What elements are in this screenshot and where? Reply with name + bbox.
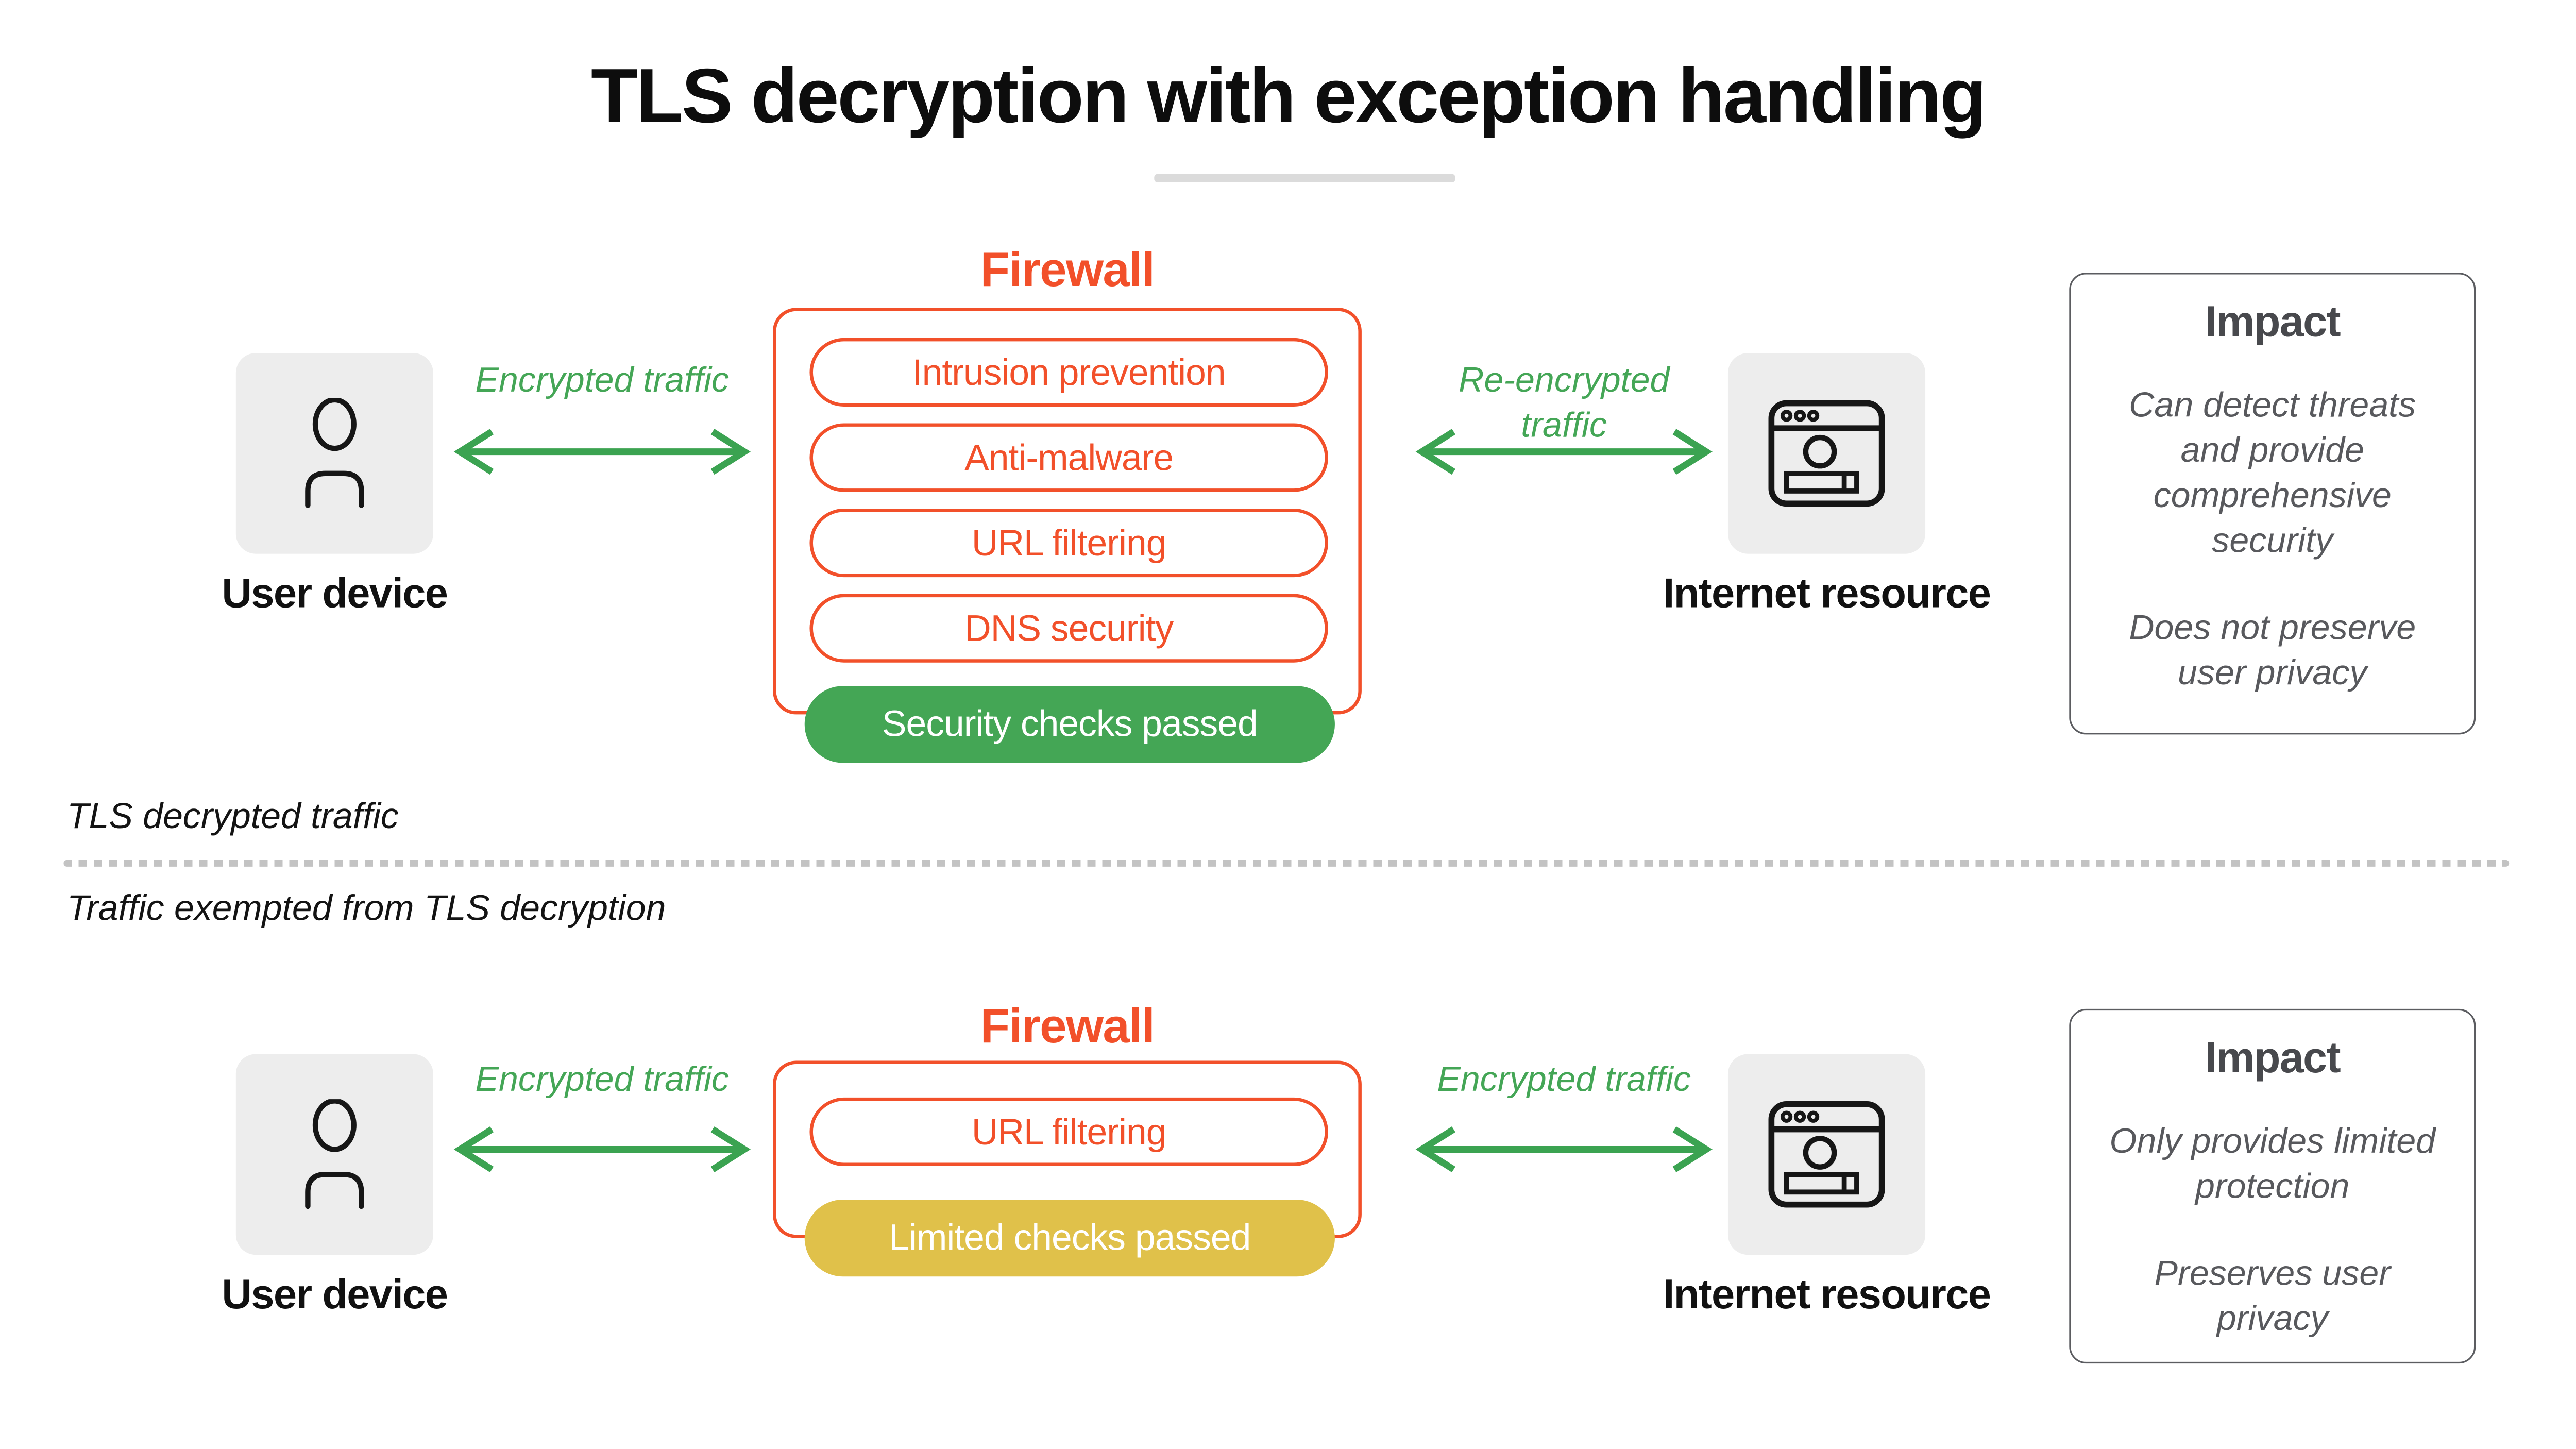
- section-label-decrypted: TLS decrypted traffic: [66, 796, 399, 837]
- section-label-exempted: Traffic exempted from TLS decryption: [66, 888, 666, 929]
- impact-point: Does not preserve user privacy: [2129, 609, 2416, 693]
- internet-resource-label: Internet resource: [1663, 570, 1991, 618]
- impact-point: Can detect threats and provide comprehen…: [2129, 386, 2416, 561]
- impact-title: Impact: [2205, 296, 2341, 347]
- firewall-check-pill: Anti-malware: [809, 423, 1328, 492]
- user-device-box: [235, 1054, 433, 1255]
- internet-resource-box: [1727, 353, 1926, 554]
- user-device-box: [235, 353, 433, 554]
- re-encrypted-traffic-label: Re-encrypted traffic: [1459, 361, 1670, 445]
- impact-point: Preserves user privacy: [2154, 1255, 2391, 1339]
- firewall-checks-list: URL filtering: [809, 1097, 1328, 1167]
- user-device-label: User device: [222, 570, 448, 618]
- dotted-divider: [63, 860, 2510, 866]
- firewall-check-pill: URL filtering: [809, 509, 1328, 578]
- firewall-check-pill: URL filtering: [809, 1097, 1328, 1167]
- internet-resource-box: [1727, 1054, 1926, 1255]
- double-arrow-icon: [1415, 429, 1713, 475]
- status-pill-security-passed: Security checks passed: [804, 686, 1335, 763]
- impact-card: Impact Can detect threats and provide co…: [2069, 273, 2476, 735]
- double-arrow-icon: [1415, 1126, 1713, 1173]
- firewall-check-pill: DNS security: [809, 594, 1328, 663]
- double-arrow-icon: [453, 429, 751, 475]
- person-icon: [305, 398, 364, 508]
- title-underline: [1154, 174, 1455, 182]
- double-arrow-icon: [453, 1126, 751, 1173]
- firewall-title: Firewall: [980, 1000, 1155, 1054]
- page-title: TLS decryption with exception handling: [590, 52, 1987, 139]
- status-pill-limited-passed: Limited checks passed: [804, 1199, 1335, 1277]
- impact-card: Impact Only provides limited protection …: [2069, 1008, 2476, 1364]
- encrypted-traffic-label: Encrypted traffic: [475, 361, 730, 400]
- impact-point: Only provides limited protection: [2109, 1122, 2436, 1206]
- person-icon: [305, 1099, 364, 1209]
- user-device-label: User device: [222, 1271, 448, 1319]
- encrypted-traffic-label: Encrypted traffic: [1437, 1060, 1691, 1100]
- firewall-title: Firewall: [980, 244, 1155, 298]
- firewall-check-pill: Intrusion prevention: [809, 338, 1328, 407]
- encrypted-traffic-label: Encrypted traffic: [475, 1060, 730, 1100]
- impact-title: Impact: [2205, 1032, 2341, 1083]
- browser-window-icon: [1768, 400, 1885, 507]
- browser-window-icon: [1768, 1101, 1885, 1208]
- internet-resource-label: Internet resource: [1663, 1271, 1991, 1319]
